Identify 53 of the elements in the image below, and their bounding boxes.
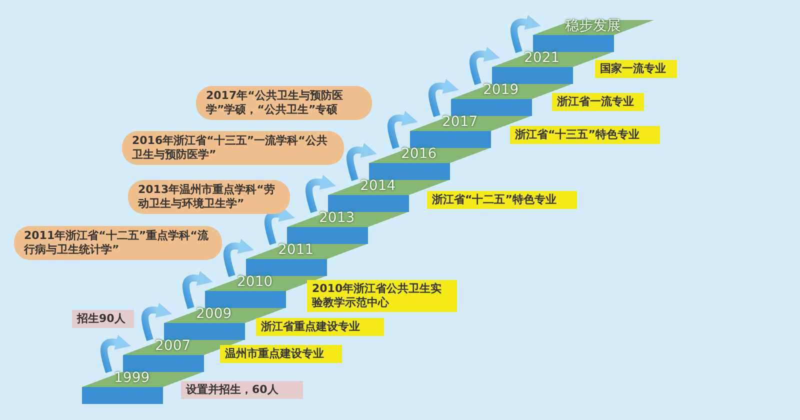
discipline-callout — [122, 131, 344, 165]
year-label: 2021 — [524, 51, 560, 66]
curved-arrow — [182, 270, 213, 310]
curved-arrow — [510, 14, 541, 54]
year-label: 2019 — [483, 83, 519, 98]
callout-text: 2010年浙江省公共卫生实验教学示范中心 — [312, 282, 443, 310]
year-label: 稳步发展 — [565, 19, 621, 34]
year-label: 2007 — [155, 339, 191, 354]
curved-arrow — [100, 334, 131, 374]
enrolment-tag — [181, 381, 303, 399]
callout-text: 2013年温州市重点学科“劳动卫生与环境卫生学” — [138, 183, 276, 211]
milestone-tag — [552, 93, 644, 111]
stair-step — [246, 244, 367, 276]
discipline-callout — [14, 226, 222, 260]
year-label: 2011 — [278, 243, 314, 258]
milestone-tag — [510, 126, 660, 144]
curved-arrow — [428, 78, 459, 118]
year-label: 2010 — [237, 275, 273, 290]
discipline-callout — [128, 180, 290, 214]
callout-text: 设置并招生，60人 — [186, 383, 280, 397]
callout-text: 浙江省一流专业 — [557, 95, 635, 109]
callout-text: 温州市重点建设专业 — [225, 347, 325, 361]
year-label: 2017 — [442, 115, 478, 130]
milestone-tag — [220, 345, 342, 363]
curved-arrow — [387, 110, 418, 150]
callout-text: 国家一流专业 — [600, 62, 667, 76]
year-label: 2009 — [196, 307, 232, 322]
year-label: 2014 — [360, 179, 396, 194]
year-label: 2016 — [401, 147, 437, 162]
milestone-tag — [595, 60, 677, 78]
callout-text: 招生90人 — [77, 312, 126, 326]
year-label: 1999 — [114, 371, 150, 386]
curved-arrow — [223, 238, 254, 278]
curved-arrow — [141, 302, 172, 342]
milestone-tag — [256, 318, 384, 336]
curved-arrow — [469, 46, 500, 86]
stair-step — [492, 52, 613, 84]
milestone-tag — [427, 191, 577, 209]
discipline-callout — [196, 86, 372, 120]
callout-text: 2016年浙江省“十三五”一流学科“公共卫生与预防医学” — [132, 134, 328, 162]
callout-text: 2017年“公共卫生与预防医学”学硕，“公共卫生”专硕 — [206, 89, 344, 117]
callout-text: 2011年浙江省“十二五”重点学科“流行病与卫生统计学” — [24, 229, 210, 257]
callout-text: 浙江省重点建设专业 — [261, 320, 361, 334]
callout-text: 浙江省“十三五”特色专业 — [515, 128, 640, 142]
year-label: 2013 — [319, 211, 355, 226]
stair-step — [287, 212, 408, 244]
milestone-tag — [307, 280, 457, 312]
callout-text: 浙江省“十二五”特色专业 — [432, 193, 558, 207]
enrolment-tag — [72, 310, 134, 328]
stair-step — [533, 20, 654, 52]
stair-step — [369, 148, 490, 180]
curved-arrow — [346, 142, 377, 182]
curved-arrow — [305, 174, 336, 214]
